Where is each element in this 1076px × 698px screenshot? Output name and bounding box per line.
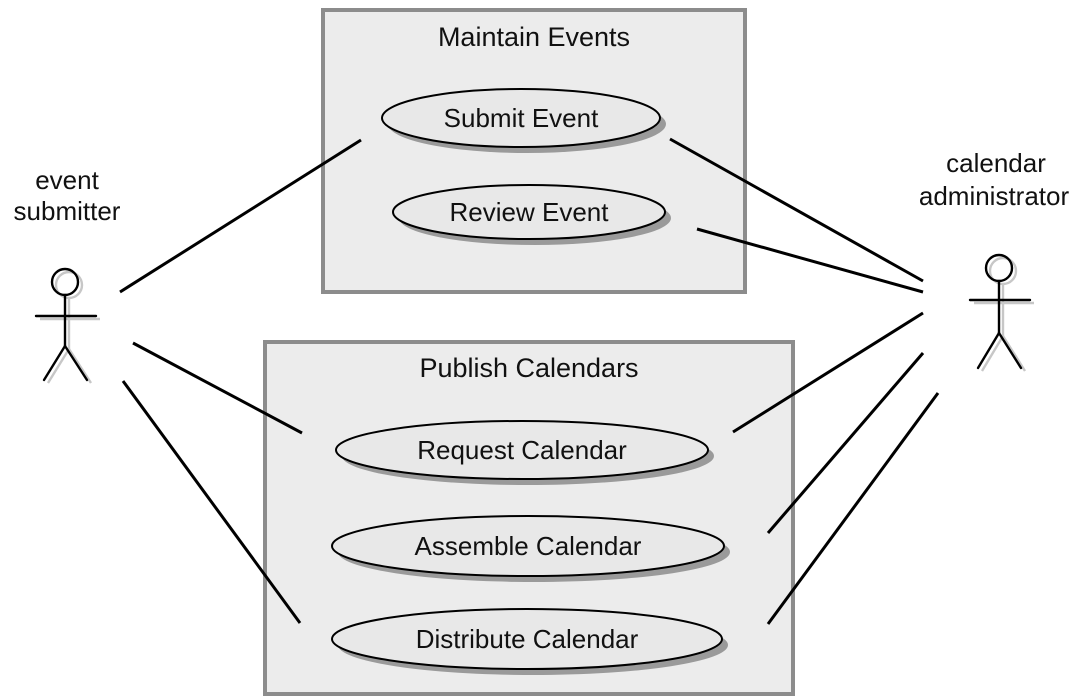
- use-case-oval: [392, 184, 666, 240]
- actor-stick-figure: [34, 267, 98, 382]
- use-case-label: Review Event: [450, 197, 610, 227]
- use-case-oval: [331, 608, 723, 670]
- association-submitter-submit-event: [119, 138, 362, 294]
- actor-stick-figure: [968, 253, 1032, 370]
- actor-label-line-1: event: [35, 165, 99, 195]
- use-case-oval: [335, 420, 709, 480]
- use-case-label: Distribute Calendar: [416, 624, 639, 654]
- association-admin-distribute-calendar: [766, 392, 940, 625]
- actor-event-submitter: event submitter: [14, 165, 121, 384]
- use-case-label: Assemble Calendar: [415, 531, 642, 561]
- package-title: Publish Calendars: [419, 353, 638, 383]
- actor-figure-shadow: [40, 270, 100, 384]
- use-case-label: Submit Event: [444, 103, 599, 133]
- use-case-oval: [381, 88, 661, 148]
- use-case-label: Request Calendar: [417, 435, 627, 465]
- actor-right-leg: [997, 331, 1023, 370]
- association-submitter-distribute-calendar: [121, 380, 302, 624]
- actor-label-line-2: submitter: [14, 196, 121, 226]
- association-admin-assemble-calendar: [766, 352, 925, 534]
- use-case-request-calendar: Request Calendar: [335, 420, 714, 485]
- association-submitter-request-calendar: [132, 341, 303, 435]
- use-case-submit-event: Submit Event: [381, 88, 666, 153]
- actor-left-leg: [42, 344, 67, 382]
- actor-calendar-administrator: calendar administrator: [919, 148, 1070, 372]
- actor-label-line-1: calendar: [946, 148, 1046, 178]
- package-title: Maintain Events: [438, 22, 630, 52]
- actor-label-line-2: administrator: [919, 181, 1070, 211]
- use-case-distribute-calendar: Distribute Calendar: [331, 608, 728, 675]
- use-case-oval: [331, 515, 725, 577]
- actor-right-leg: [63, 344, 89, 382]
- use-case-assemble-calendar: Assemble Calendar: [331, 515, 730, 582]
- association-admin-review-event: [696, 227, 924, 294]
- association-admin-request-calendar: [732, 311, 924, 434]
- associations: [119, 137, 940, 625]
- association-admin-submit-event: [669, 137, 924, 283]
- use-case-review-event: Review Event: [392, 184, 671, 245]
- actor-left-leg: [976, 331, 1001, 370]
- actor-figure-shadow: [974, 256, 1034, 372]
